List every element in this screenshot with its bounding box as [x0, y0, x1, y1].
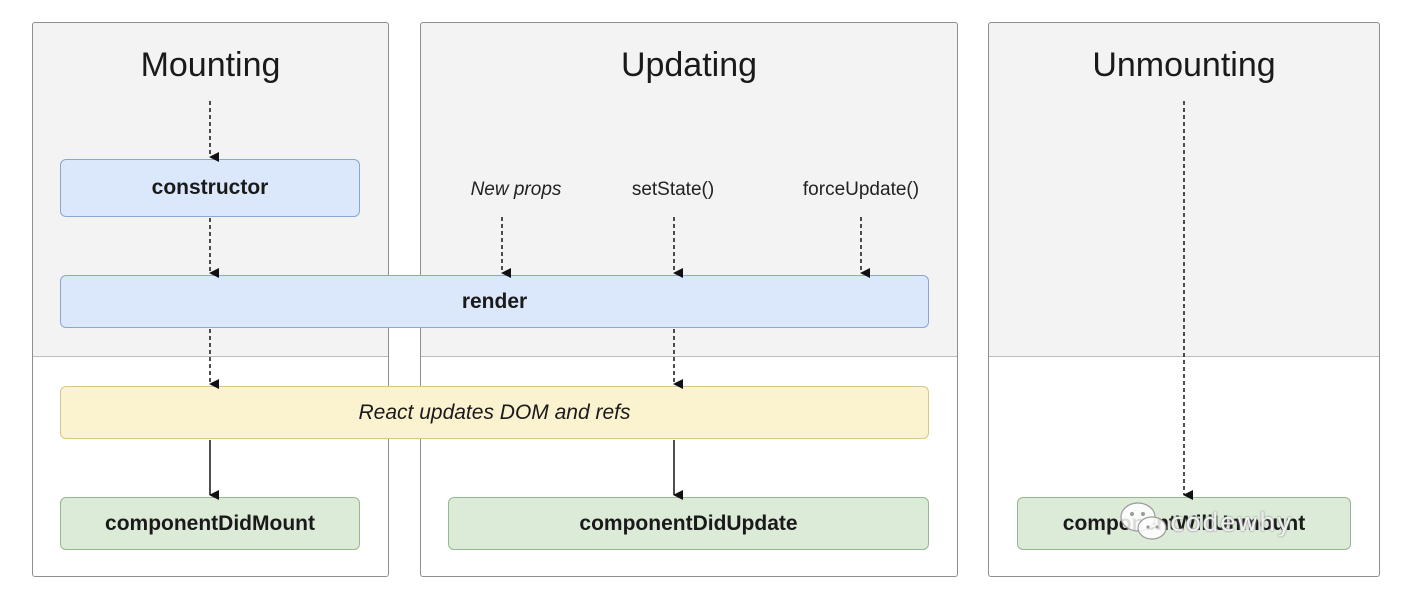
mounting-title: Mounting — [140, 46, 281, 84]
phase-divider — [989, 356, 1379, 357]
render-box: render — [60, 275, 929, 328]
trigger-set-state: setState() — [631, 179, 715, 200]
component-did-update-box: componentDidUpdate — [448, 497, 929, 550]
wechat-logo-icon — [1120, 502, 1167, 540]
trigger-force-update: forceUpdate() — [802, 179, 920, 200]
trigger-new-props: New props — [470, 179, 562, 200]
unmounting-phase-panel: Unmounting — [988, 22, 1380, 577]
updating-title: Updating — [620, 46, 758, 84]
component-did-mount-box: componentDidMount — [60, 497, 360, 550]
phase-divider — [421, 356, 957, 357]
phase-divider — [33, 356, 388, 357]
constructor-box: constructor — [60, 159, 360, 217]
unmounting-title: Unmounting — [1092, 46, 1276, 84]
dom-update-box: React updates DOM and refs — [60, 386, 929, 439]
watermark-text: codewhy — [1170, 508, 1293, 538]
